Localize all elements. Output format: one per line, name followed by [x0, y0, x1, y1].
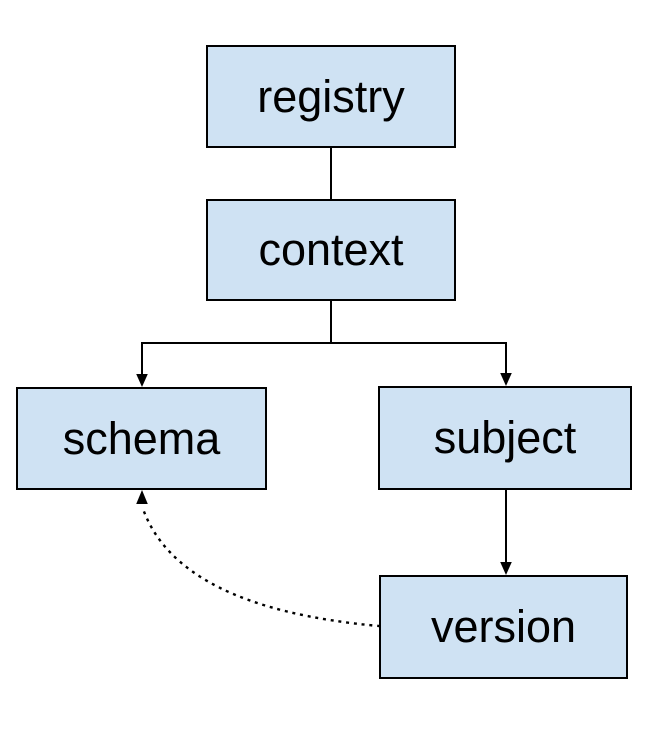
node-version: version	[379, 575, 628, 679]
edge-version-schema-dotted	[136, 490, 381, 628]
edge-context-branch	[141, 301, 507, 344]
edge-context-schema	[136, 342, 148, 387]
node-version-label: version	[430, 601, 577, 652]
node-registry: registry	[206, 45, 456, 148]
node-schema: schema	[16, 387, 267, 490]
edge-subject-version	[500, 490, 512, 575]
node-registry-label: registry	[257, 70, 405, 122]
arrowhead-subject-top	[500, 373, 512, 386]
node-context: context	[206, 199, 456, 301]
arrowhead-schema-top	[136, 374, 148, 387]
node-schema-label: schema	[62, 412, 221, 464]
arrowhead-schema-bottom	[136, 490, 148, 504]
node-subject: subject	[378, 386, 632, 490]
node-context-label: context	[258, 224, 404, 275]
edge-context-subject	[500, 342, 512, 386]
arrowhead-version-top	[500, 562, 512, 575]
node-subject-label: subject	[433, 412, 577, 463]
